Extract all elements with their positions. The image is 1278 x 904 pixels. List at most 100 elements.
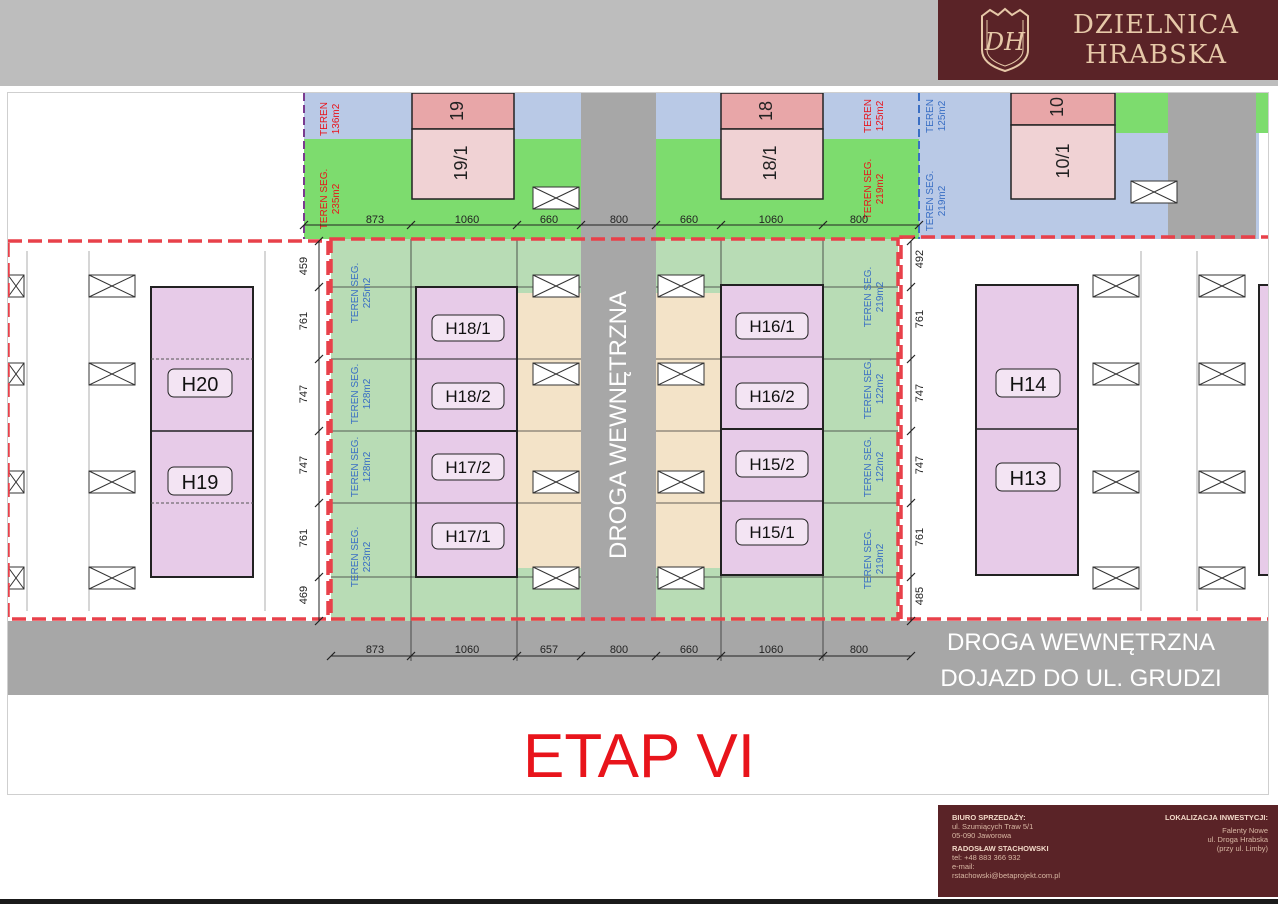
top-dim-tick (716, 220, 726, 230)
location-title: LOKALIZACJA INWESTYCJI: (1164, 813, 1268, 822)
area-left-1-value: 225m2 (362, 277, 373, 308)
house-h14-h13-block (975, 284, 1079, 576)
house-h20-label: H20 (182, 374, 219, 396)
contact-footer: BIURO SPRZEDAŻY: ul. Szumiących Traw 5/1… (938, 805, 1278, 897)
parking-cross (657, 274, 705, 298)
house-h17-1-tag (431, 522, 505, 550)
left-dim-tick (314, 426, 324, 436)
top-dim-ticks (299, 220, 924, 230)
parking-cross (88, 274, 136, 298)
agent-email-label: e-mail: (952, 862, 975, 871)
top-area-label-1: TEREN (319, 102, 330, 136)
bottom-dim-2: 1060 (455, 644, 479, 656)
house-h17-1-label: H17/1 (445, 527, 490, 546)
area-right-4-label: TEREN SEG. (863, 529, 874, 590)
bottom-dim-6: 1060 (759, 644, 783, 656)
stage-beige-right (656, 293, 720, 568)
house-h15-1-label: H15/1 (749, 523, 794, 542)
parking-cross (1092, 566, 1140, 590)
sales-title: BIURO SPRZEDAŻY: (952, 813, 1026, 822)
left-dim-tick (314, 354, 324, 364)
top-dim-6: 1060 (759, 214, 783, 226)
house-h20-tag (167, 368, 233, 398)
vertical-dim-ticks (314, 236, 916, 626)
house-h16-2-tag (735, 382, 809, 410)
lot-18-label: 18 (756, 101, 776, 121)
bottom-dim-1: 873 (366, 644, 384, 656)
left-dim-3: 747 (298, 385, 310, 403)
parking-cross (532, 186, 580, 210)
site-plan: 19 19/1 18 18/1 10/1 10 TEREN 136m2 TERE… (7, 92, 1269, 795)
bottom-dim-tick (818, 651, 828, 661)
house-h18-1-label: H18/1 (445, 319, 490, 338)
top-dim-tick (576, 220, 586, 230)
top-area-value-5: 125m2 (937, 100, 948, 131)
area-left-4-value: 223m2 (362, 541, 373, 572)
sales-address-1: ul. Szumiących Traw 5/1 (952, 822, 1034, 831)
right-dim-5: 761 (914, 528, 926, 546)
location-line-3: (przy ul. Limby) (1216, 844, 1268, 853)
bottom-dim-tick (512, 651, 522, 661)
monogram: DH (984, 28, 1026, 56)
house-h19-tag (167, 466, 233, 496)
house-h15-2-label: H15/2 (749, 455, 794, 474)
house-h14-label: H14 (1010, 374, 1047, 396)
area-right-1-value: 219m2 (875, 281, 886, 312)
top-dim-2: 1060 (455, 214, 479, 226)
house-h20-h19-block (150, 286, 254, 578)
bottom-dim-tick (576, 651, 586, 661)
house-h17-2-tag (431, 453, 505, 481)
bottom-dim-ticks (326, 651, 916, 661)
parking-cross (88, 362, 136, 386)
house-far-right-block (1258, 284, 1268, 576)
left-dim-5: 761 (298, 529, 310, 547)
top-area-value-6: 219m2 (937, 185, 948, 216)
top-area-label-6: TEREN SEG. (925, 171, 936, 232)
stage-plot-border (329, 237, 900, 621)
top-area-value-3: 125m2 (875, 100, 886, 131)
top-dim-tick (512, 220, 522, 230)
agent-phone[interactable]: tel: +48 883 366 932 (952, 853, 1021, 862)
right-dim-2: 761 (914, 310, 926, 328)
top-dim-7: 800 (850, 214, 868, 226)
top-dim-tick (651, 220, 661, 230)
parking-cross (532, 470, 580, 494)
right-dim-tick (906, 282, 916, 292)
bottom-dim-tick (651, 651, 661, 661)
lot-10-label: 10 (1047, 97, 1067, 117)
area-right-1-label: TEREN SEG. (863, 267, 874, 328)
area-left-1-label: TEREN SEG. (350, 263, 361, 324)
sales-office: BIURO SPRZEDAŻY: ul. Szumiących Traw 5/1… (952, 813, 1122, 880)
stage-area-labels: TEREN SEG. 225m2 TEREN SEG. 128m2 TEREN … (350, 263, 886, 590)
investment-location: LOKALIZACJA INWESTYCJI: Falenty Nowe ul.… (1138, 813, 1268, 853)
house-h15-1-tag (735, 518, 809, 546)
lot-19-roof (411, 93, 515, 130)
house-h16-1-tag (735, 312, 809, 340)
top-dim-tick (299, 220, 309, 230)
parking-cross (1092, 362, 1140, 386)
top-area-value-4: 219m2 (875, 173, 886, 204)
lot-10-1-block (1010, 124, 1116, 200)
house-h13-label: H13 (1010, 468, 1047, 490)
brand-logo[interactable]: DH DZIELNICA HRABSKA (938, 0, 1278, 80)
parking-cross (8, 470, 25, 494)
left-dim-1: 459 (298, 257, 310, 275)
left-dim-tick (314, 616, 324, 626)
house-h13-tag (995, 462, 1061, 492)
lot-18-roof (720, 93, 824, 130)
parking-spots (8, 180, 1246, 590)
top-area-label-2: TEREN SEG. (319, 169, 330, 230)
agent-email[interactable]: rstachowski@betaprojekt.com.pl (952, 871, 1061, 880)
bottom-dim-tick (716, 651, 726, 661)
top-dim-tick (818, 220, 828, 230)
lot-18-1-block (720, 128, 824, 200)
parking-cross (657, 470, 705, 494)
lot-19-label: 19 (447, 101, 467, 121)
road-vertical-label: DROGA WEWNĘTRZNA (605, 291, 632, 559)
area-left-2-value: 128m2 (362, 378, 373, 409)
brand-name: DZIELNICA HRABSKA (1056, 10, 1256, 70)
bottom-dim-5: 660 (680, 644, 698, 656)
right-plot-border (899, 235, 1268, 621)
parking-cross (1198, 470, 1246, 494)
house-h18-2-tag (431, 382, 505, 410)
